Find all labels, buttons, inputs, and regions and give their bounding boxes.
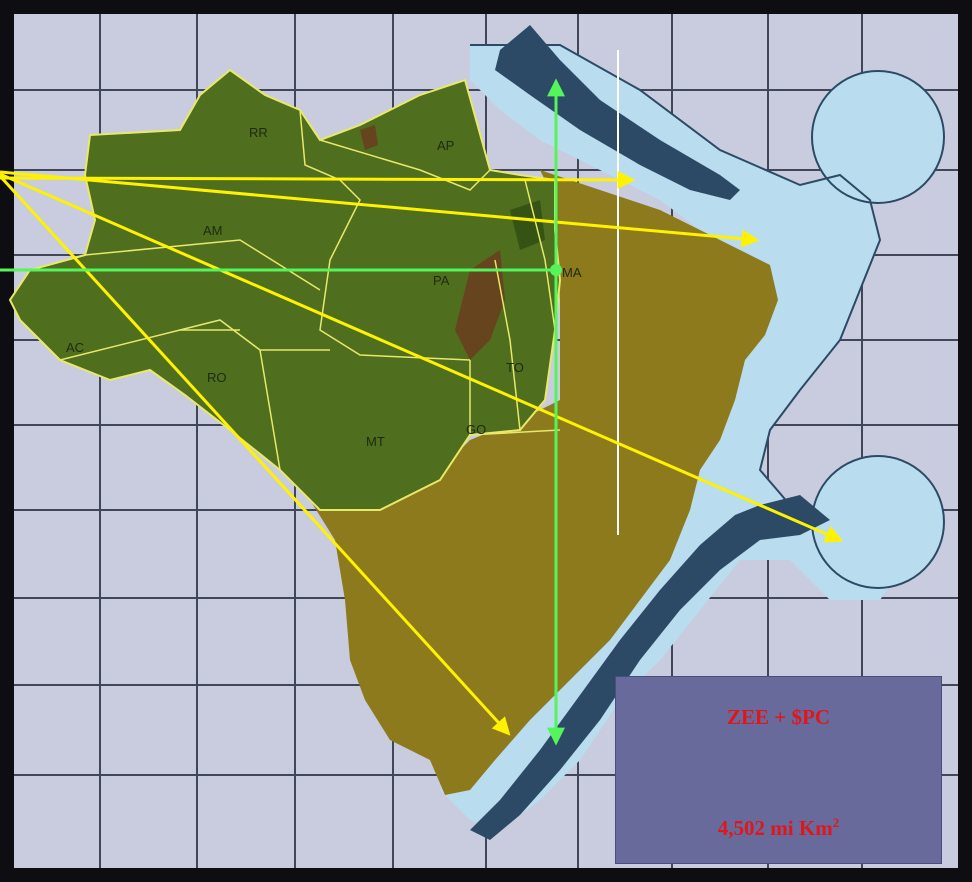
state-label-mt: MT — [366, 434, 385, 449]
infobox-area: 4,502 mi Km2 — [616, 815, 941, 841]
state-label-ap: AP — [437, 138, 454, 153]
arrow-to-southeast-islands — [0, 172, 844, 543]
continental-shelf-south — [470, 495, 830, 840]
state-label-to: TO — [506, 360, 524, 375]
state-label-am: AM — [203, 223, 223, 238]
arrow-to-northeast-coast — [0, 170, 760, 248]
eez-boundary — [470, 44, 882, 506]
state-label-ac: AC — [66, 340, 84, 355]
state-label-ro: RO — [207, 370, 227, 385]
infobox-title: ZEE + $PC — [727, 705, 830, 729]
eez-circle-trindade-martim-vaz — [811, 455, 945, 589]
state-label-rr: RR — [249, 125, 268, 140]
state-label-go: GO — [466, 422, 486, 437]
infobox-area-exponent: 2 — [832, 815, 840, 830]
brazil-territory — [310, 170, 778, 795]
deforestation-patches — [360, 125, 545, 360]
arrow-to-north-coast — [0, 170, 636, 189]
state-label-ma: MA — [562, 265, 582, 280]
area-infobox: ZEE + $PC 4,502 mi Km2 — [615, 676, 942, 864]
green-measure-arrows — [0, 78, 565, 746]
eez-circle-fernando-noronha — [811, 70, 945, 204]
state-label-pa: PA — [433, 273, 450, 288]
green-center-point — [550, 264, 562, 276]
infobox-area-value: 4,502 mi Km — [717, 816, 833, 840]
